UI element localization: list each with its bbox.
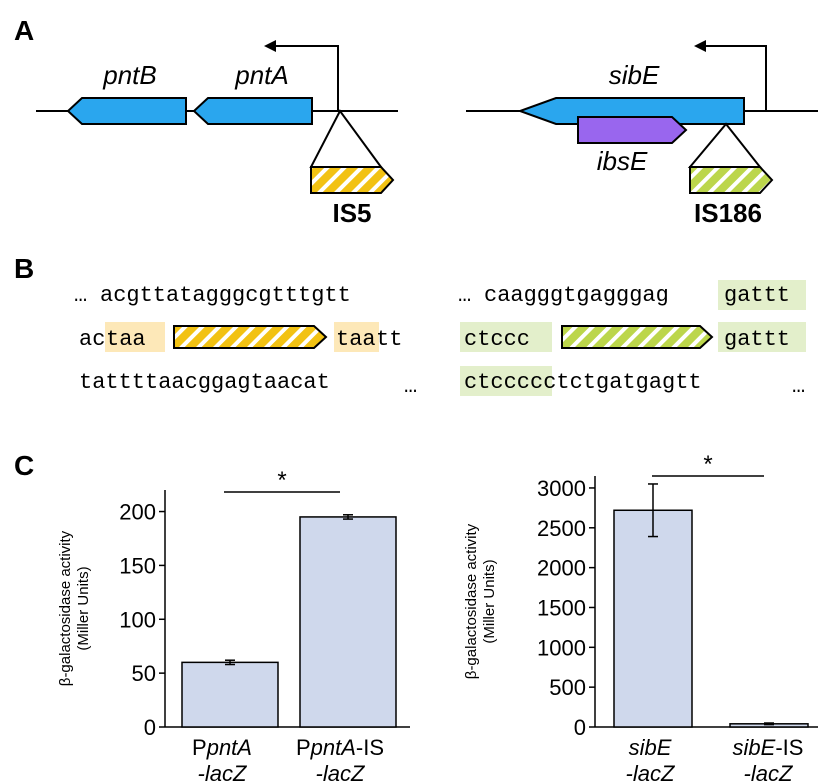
sequence-left: … acgttatagggcgtttgtt ac taa taa tt tatt… — [74, 283, 417, 399]
seq-left-line2-pre: ac — [79, 327, 105, 352]
seq-right-line2-hl2: gattt — [724, 327, 790, 352]
gene-arrow-sibe — [517, 97, 745, 125]
significance-star: * — [703, 451, 712, 478]
seq-highlight-left-2 — [334, 322, 379, 352]
y-tick-label: 500 — [549, 675, 586, 700]
gene-label-pntb: pntB — [102, 60, 157, 90]
category-prefix: P — [192, 735, 207, 760]
y-tick-label: 100 — [119, 607, 156, 632]
seq-highlight-right-1 — [460, 322, 552, 352]
gene-label-sibe: sibE — [609, 60, 660, 90]
is186-insert-icon — [561, 325, 714, 349]
seq-right-line2-hl1: ctccc — [464, 327, 530, 352]
promoter-arrow-left — [272, 45, 339, 111]
gene-arrow-pnta — [192, 97, 313, 125]
y-tick-label: 1500 — [537, 595, 586, 620]
y-axis-label-units: (Miller Units) — [75, 566, 92, 650]
seq-right-line1: caagggtgagggag — [484, 283, 669, 308]
seq-right-line1-hl: gattt — [724, 283, 790, 308]
category-suffix: -IS — [775, 735, 803, 760]
seq-left-line2-hl1: taa — [106, 327, 146, 352]
insertion-triangle-right — [687, 122, 763, 168]
category-label-line2: -lacZ — [316, 761, 366, 784]
seq-ellipsis-right-start: … — [458, 283, 471, 308]
y-axis-label: β-galactosidase activity — [57, 530, 74, 686]
category-label-line2: -lacZ — [626, 761, 676, 784]
category-suffix: -IS — [356, 735, 384, 760]
y-axis-label-units: (Miller Units) — [481, 559, 498, 643]
gene-label-ibse: ibsE — [597, 146, 648, 176]
panel-label-c: C — [14, 450, 34, 481]
category-prefix: P — [296, 735, 311, 760]
category-label-line1: PpntA-IS — [296, 735, 384, 760]
seq-highlight-left-1 — [105, 322, 165, 352]
category-label-line1: sibE-IS — [733, 735, 804, 760]
seq-left-line2-hl2: taa — [336, 327, 376, 352]
is-label-is5: IS5 — [332, 198, 371, 228]
category-label-line2: -lacZ — [744, 761, 794, 784]
gene-arrow-pntb — [66, 97, 187, 125]
insertion-triangle-left — [309, 109, 383, 168]
y-tick-label: 1000 — [537, 635, 586, 660]
y-tick-label: 0 — [574, 715, 586, 740]
sequence-right: … caagggtgagggag gattt ctccc gattt ctccc… — [458, 280, 806, 399]
bar — [299, 516, 397, 728]
y-tick-label: 0 — [144, 715, 156, 740]
category-gene: sibE — [733, 735, 776, 760]
significance-star: * — [277, 467, 286, 494]
seq-ellipsis-left-start: … — [74, 283, 87, 308]
seq-ellipsis-left-end: … — [404, 374, 417, 399]
promoter-arrowhead-right — [694, 40, 706, 52]
chart-left: 0 50 100 150 200 β-galactosidase activity(Mil… — [57, 467, 410, 784]
is-label-is186: IS186 — [694, 198, 762, 228]
promoter-arrow-right — [702, 45, 767, 111]
seq-left-line2-post: tt — [376, 327, 402, 352]
is186-element-icon — [689, 166, 774, 194]
seq-right-line3: cctctgatgagtt — [530, 370, 702, 395]
y-tick-label: 150 — [119, 553, 156, 578]
seq-highlight-right-top — [718, 280, 806, 310]
gene-arrow-ibse — [577, 116, 688, 144]
locus-left: pntB pntA IS5 — [36, 40, 398, 228]
y-tick-label: 2500 — [537, 516, 586, 541]
bar — [181, 661, 279, 728]
y-tick-label: 2000 — [537, 556, 586, 581]
category-gene: pntA — [310, 735, 356, 760]
is5-element-icon — [310, 166, 395, 194]
bar — [613, 509, 693, 728]
chart-right: 0 500 1000 1500 2000 2500 3000 β-galactosidase … — [463, 451, 818, 784]
seq-highlight-right-3 — [460, 366, 552, 396]
locus-right: sibE ibsE IS186 — [466, 40, 818, 228]
seq-ellipsis-right-end: … — [792, 374, 805, 399]
category-gene: pntA — [206, 735, 252, 760]
category-label-line1: PpntA — [192, 735, 252, 760]
category-gene: sibE — [629, 735, 672, 760]
y-tick-label: 200 — [119, 500, 156, 525]
gene-label-pnta: pntA — [234, 60, 289, 90]
seq-left-line1: acgttatagggcgtttgtt — [100, 283, 351, 308]
promoter-arrowhead-left — [264, 40, 276, 52]
seq-left-line3: tattttaacggagtaacat — [79, 370, 330, 395]
seq-highlight-right-2 — [718, 322, 806, 352]
y-tick-label: 50 — [132, 661, 156, 686]
y-axis-label: β-galactosidase activity — [463, 523, 480, 679]
is5-insert-icon — [173, 325, 328, 349]
category-label-line1: sibE — [629, 735, 672, 760]
y-tick-label: 3000 — [537, 476, 586, 501]
panel-label-b: B — [14, 253, 34, 284]
seq-right-line3-hl: ctccc — [464, 370, 530, 395]
category-label-line2: -lacZ — [198, 761, 248, 784]
panel-label-a: A — [14, 15, 34, 46]
